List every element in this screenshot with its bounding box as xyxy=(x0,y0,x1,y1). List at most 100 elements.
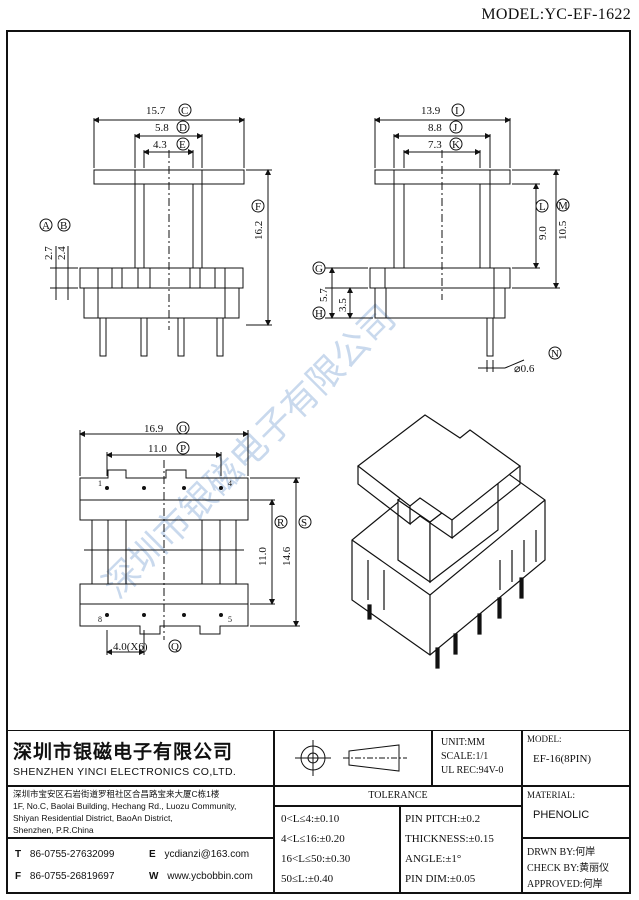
label-a: A xyxy=(39,218,53,232)
svg-text:H: H xyxy=(315,308,323,320)
tol-1: 0<L≤4:±0.10 xyxy=(281,813,340,825)
tolerance-header: TOLERANCE xyxy=(274,786,522,806)
svg-text:D: D xyxy=(179,122,187,134)
email-label: E xyxy=(149,849,156,860)
model-label: MODEL: xyxy=(527,734,562,744)
dim-13-9: 13.9 xyxy=(421,105,441,117)
dim-16-2: 16.2 xyxy=(253,221,265,240)
dim-4-3: 4.3 xyxy=(153,139,167,151)
front-view xyxy=(50,117,272,357)
material-value: PHENOLIC xyxy=(533,809,590,821)
dim-9-0: 9.0 xyxy=(537,226,549,240)
tol-4: 50≤L:±0.40 xyxy=(281,873,334,885)
unit-text: UNIT:MM xyxy=(441,737,485,748)
label-p: P xyxy=(176,441,190,455)
label-h: H xyxy=(312,306,326,320)
label-i: I xyxy=(451,103,465,117)
address-en-3: Shenzhen, P.R.China xyxy=(13,825,94,835)
label-n: N xyxy=(548,346,562,360)
tel-label: T xyxy=(15,849,22,860)
dim-16-9: 16.9 xyxy=(144,423,164,435)
dim-8-8: 8.8 xyxy=(428,122,442,134)
label-b: B xyxy=(57,218,71,232)
dim-4-0: 4.0(X6) xyxy=(113,641,148,653)
tolerance-other: PIN PITCH:±0.2 THICKNESS:±0.15 ANGLE:±1°… xyxy=(400,806,522,894)
svg-text:O: O xyxy=(179,423,187,435)
label-g: G xyxy=(312,261,326,275)
svg-text:L: L xyxy=(539,201,546,213)
dim-14-6: 14.6 xyxy=(281,546,293,566)
dim-5-8: 5.8 xyxy=(155,122,169,134)
label-q: Q xyxy=(168,639,182,653)
model-title: MODEL:YC-EF-1622 xyxy=(481,6,631,23)
fax-value: 86-0755-26819697 xyxy=(29,871,115,882)
web-label: W xyxy=(149,871,159,882)
svg-text:R: R xyxy=(277,517,285,529)
drawn-by: DRWN BY:何岸 xyxy=(527,847,596,858)
svg-text:A: A xyxy=(42,220,50,232)
tol-angle: ANGLE:±1° xyxy=(405,853,462,865)
contact-cell: T 86-0755-27632099 F 86-0755-26819697 E … xyxy=(6,838,274,894)
dim-15-7: 15.7 xyxy=(146,105,166,117)
tol-3: 16<L≤50:±0.30 xyxy=(281,853,351,865)
svg-text:G: G xyxy=(315,263,323,275)
svg-text:B: B xyxy=(60,220,67,232)
dim-2-4: 2.4 xyxy=(56,246,68,260)
title-block: 深圳市银磁电子有限公司 SHENZHEN YINCI ELECTRONICS C… xyxy=(6,730,631,894)
svg-text:P: P xyxy=(180,443,186,455)
tel-value: 86-0755-27632099 xyxy=(29,849,115,860)
model-value: EF-16(8PIN) xyxy=(533,753,592,765)
pin-label-4: 4 xyxy=(228,479,232,488)
pin-label-8: 8 xyxy=(98,615,102,624)
tol-2: 4<L≤16:±0.20 xyxy=(281,833,345,845)
dim-11-0-b: 11.0 xyxy=(257,547,269,566)
isometric-view xyxy=(351,414,546,669)
dim-7-3: 7.3 xyxy=(428,139,442,151)
pin-label-1: 1 xyxy=(98,479,102,488)
svg-text:M: M xyxy=(558,200,568,212)
units-cell: UNIT:MM SCALE:1/1 UL REC:94V-0 xyxy=(432,730,522,786)
svg-text:S: S xyxy=(301,517,307,529)
dim-2-7: 2.7 xyxy=(43,246,55,260)
tolerance-title: TOLERANCE xyxy=(368,790,428,801)
dim-0-6: ⌀0.6 xyxy=(514,363,535,375)
address-cell: 深圳市宝安区石岩街道罗租社区合昌路宝来大厦C栋1楼 1F, No.C, Baol… xyxy=(6,786,274,838)
tol-pitch: PIN PITCH:±0.2 xyxy=(405,813,481,825)
label-o: O xyxy=(176,421,190,435)
tol-thickness: THICKNESS:±0.15 xyxy=(405,833,494,845)
approved-by: APPROVED:何岸 xyxy=(527,879,603,890)
tol-pin-dim: PIN DIM:±0.05 xyxy=(405,873,476,885)
bottom-view xyxy=(79,430,300,655)
side-view xyxy=(325,117,560,372)
symbol-cell xyxy=(274,730,432,786)
address-en-2: Shiyan Residential District, BaoAn Distr… xyxy=(13,813,173,823)
label-l: L xyxy=(535,199,549,213)
dim-11-0: 11.0 xyxy=(148,443,167,455)
svg-text:K: K xyxy=(452,139,460,151)
dim-5-7: 5.7 xyxy=(318,288,330,302)
ul-text: UL REC:94V-0 xyxy=(441,765,504,776)
material-label: MATERIAL: xyxy=(527,790,575,800)
material-cell: MATERIAL: PHENOLIC xyxy=(522,786,631,838)
label-s: S xyxy=(298,515,312,529)
checked-by: CHECK BY:黄丽仪 xyxy=(527,863,610,874)
dim-3-5: 3.5 xyxy=(337,298,349,312)
label-f: F xyxy=(251,199,265,213)
label-m: M xyxy=(556,198,570,212)
label-r: R xyxy=(274,515,288,529)
web-value: www.ycbobbin.com xyxy=(167,871,253,882)
label-c: C xyxy=(178,103,192,117)
svg-text:C: C xyxy=(181,105,188,117)
label-k: K xyxy=(449,137,463,151)
svg-text:E: E xyxy=(179,139,186,151)
email-value: ycdianzi@163.com xyxy=(164,849,250,860)
label-d: D xyxy=(176,120,190,134)
label-j: J xyxy=(449,120,463,134)
model-cell: MODEL: EF-16(8PIN) xyxy=(522,730,631,786)
svg-text:F: F xyxy=(255,201,261,213)
scale-text: SCALE:1/1 xyxy=(441,751,489,762)
svg-text:I: I xyxy=(455,105,459,117)
technical-drawing: 深圳市银磁电子有限公司 15.7 C 5.8 D 4.3 xyxy=(39,103,570,669)
pin-label-5: 5 xyxy=(228,615,232,624)
dim-10-5: 10.5 xyxy=(557,220,569,240)
